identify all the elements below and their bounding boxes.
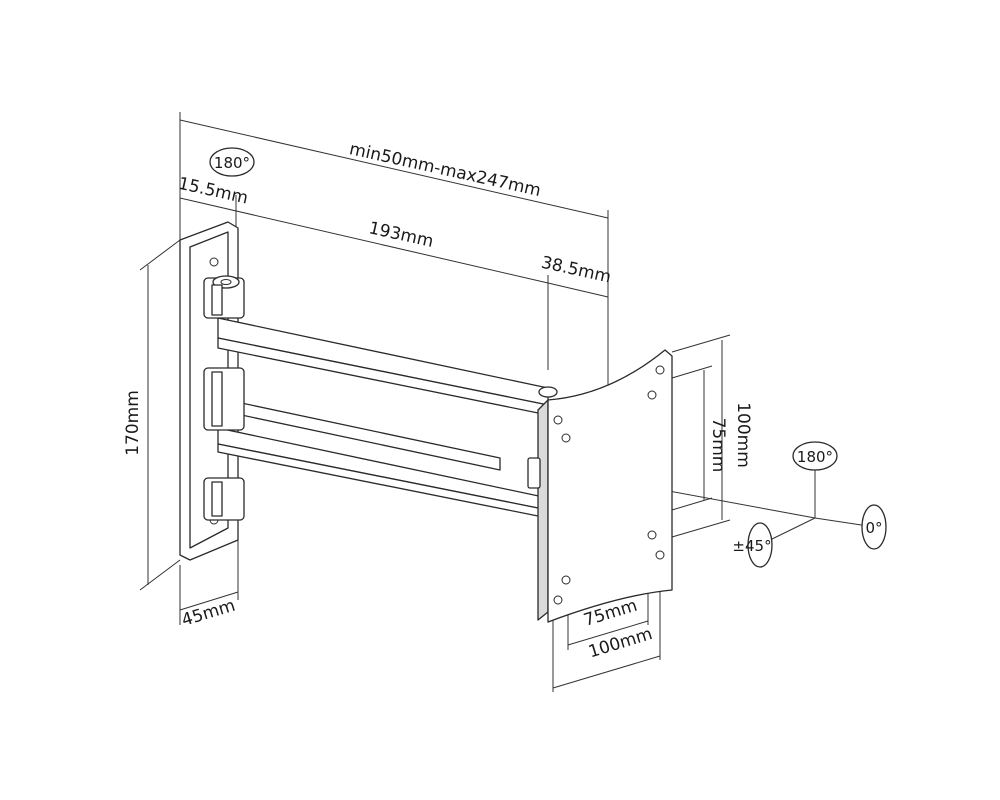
rotation-label: 0° — [865, 519, 882, 537]
rotation-badge-rotation: 0° — [861, 504, 887, 550]
plate-offset-label: 38.5mm — [539, 253, 613, 288]
plate-swivel-label: 180° — [797, 448, 833, 466]
hinges — [203, 275, 245, 521]
wall-swivel-label: 180° — [214, 154, 250, 172]
dimension-lines — [139, 112, 869, 692]
height-label: 170mm — [123, 390, 143, 456]
rotation-badge-wall: 180° — [209, 147, 255, 177]
wall-offset-label: 15.5mm — [176, 174, 250, 209]
range-label: min50mm-max247mm — [347, 139, 542, 201]
rotation-badge-plate: 180° — [792, 441, 838, 471]
tilt-label: ±45° — [732, 537, 771, 555]
vesa-v-large-label: 100mm — [733, 402, 753, 468]
vesa-plate — [527, 349, 673, 623]
swing-arms — [217, 317, 549, 519]
rotation-badge-tilt: ±45° — [732, 522, 773, 568]
vesa-h-large-label: 100mm — [586, 624, 655, 662]
vesa-v-small-label: 75mm — [708, 418, 728, 473]
arm-length-label: 193mm — [367, 218, 435, 252]
